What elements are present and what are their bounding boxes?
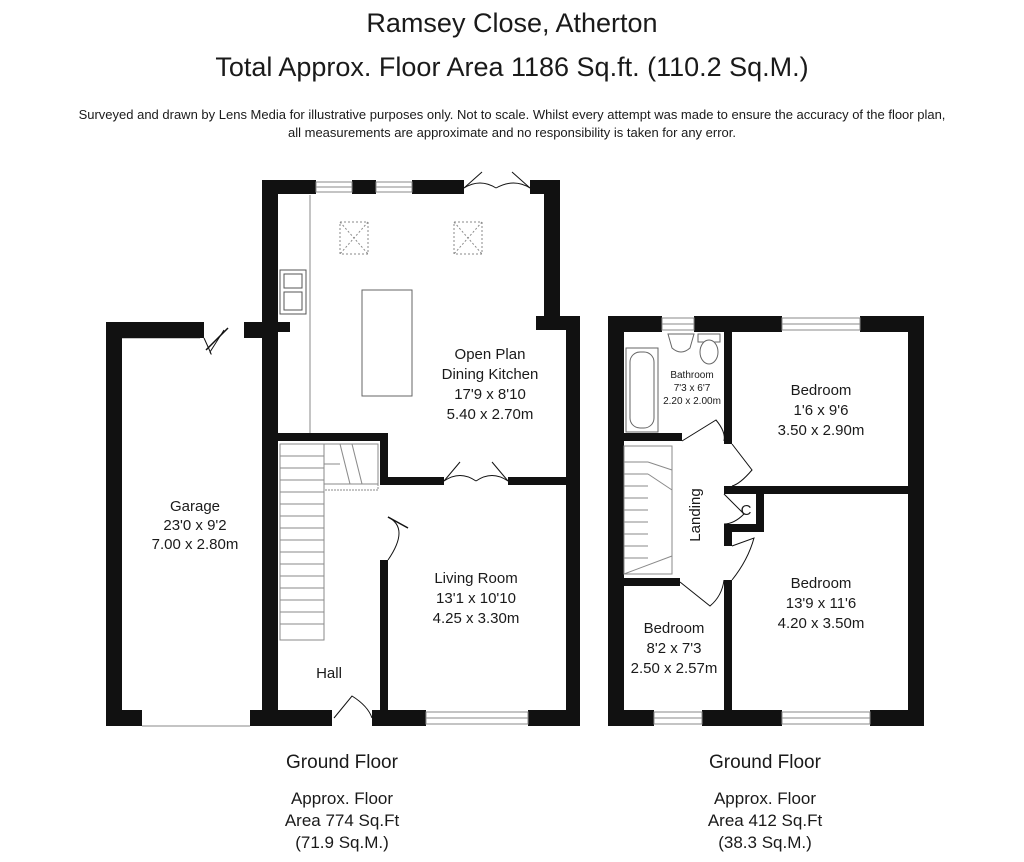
bedroom-2-metric: 4.20 x 3.50m [778,615,865,632]
kitchen-label-line-2: Dining Kitchen [442,366,539,383]
right-windows [653,317,871,725]
left-staircase [279,443,379,641]
cupboard-label: C [741,502,752,519]
front-door-swing [333,695,373,719]
living-door-swing [387,516,400,561]
disclaimer-line-2: all measurements are approximate and no … [288,125,736,140]
skylights [339,221,483,255]
bedroom-3-metric: 2.50 x 2.57m [631,660,718,677]
bedroom-2-imperial: 13'9 x 11'6 [786,595,857,612]
hall-label: Hall [316,665,342,682]
garage-label: Garage [170,498,220,515]
kitchen-sink-icon [279,269,307,315]
kitchen-label-line-1: Open Plan [455,346,526,363]
garage-door-swing [203,329,225,355]
basin-icon [667,333,695,353]
bathroom-metric: 2.20 x 2.00m [663,396,721,407]
bedroom-3-label: Bedroom [644,620,705,637]
right-door-swings [679,419,755,607]
right-floor-area-line-3: (38.3 Sq.M.) [718,833,812,852]
left-floor-area-line-2: Area 774 Sq.Ft [284,811,400,830]
kitchen-imperial: 17'9 x 8'10 [454,386,526,403]
right-floor-name: Ground Floor [709,752,821,773]
bedroom-1-imperial: 1'6 x 9'6 [794,402,849,419]
right-floor-area-line-1: Approx. Floor [713,789,817,808]
right-floor-plan [608,316,924,726]
living-bottom-window [425,711,529,725]
garage-walls [106,322,332,726]
kitchen-french-doors [463,171,531,189]
disclaimer-line-1: Surveyed and drawn by Lens Media for ill… [78,107,946,122]
living-room-imperial: 13'1 x 10'10 [436,590,516,607]
living-french-doors [443,461,509,482]
bedroom-1-metric: 3.50 x 2.90m [778,422,865,439]
bedroom-3-imperial: 8'2 x 7'3 [647,640,702,657]
bathroom-imperial: 7'3 x 6'7 [674,383,711,394]
kitchen-island [361,289,413,397]
right-floor-area-line-2: Area 412 Sq.Ft [707,811,823,830]
living-room-metric: 4.25 x 3.30m [433,610,520,627]
kitchen-top-windows [315,181,413,193]
title-line-2: Total Approx. Floor Area 1186 Sq.ft. (11… [215,52,809,82]
living-room-label: Living Room [434,570,517,587]
kitchen-metric: 5.40 x 2.70m [447,406,534,423]
right-staircase [623,445,673,575]
bathtub-icon [625,347,659,433]
garage-metric: 7.00 x 2.80m [152,536,239,553]
left-floor-plan [106,171,580,727]
landing-label: Landing [687,488,704,541]
garage-imperial: 23'0 x 9'2 [163,517,226,534]
left-floor-area-line-3: (71.9 Sq.M.) [295,833,389,852]
toilet-icon [697,333,721,365]
right-walls [608,316,924,726]
title-line-1: Ramsey Close, Atherton [366,8,658,38]
bathroom-label: Bathroom [670,370,713,381]
bedroom-1-label: Bedroom [791,382,852,399]
kitchen-walls [262,180,580,726]
left-floor-area-line-1: Approx. Floor [290,789,394,808]
left-floor-name: Ground Floor [286,752,398,773]
bedroom-2-label: Bedroom [791,575,852,592]
